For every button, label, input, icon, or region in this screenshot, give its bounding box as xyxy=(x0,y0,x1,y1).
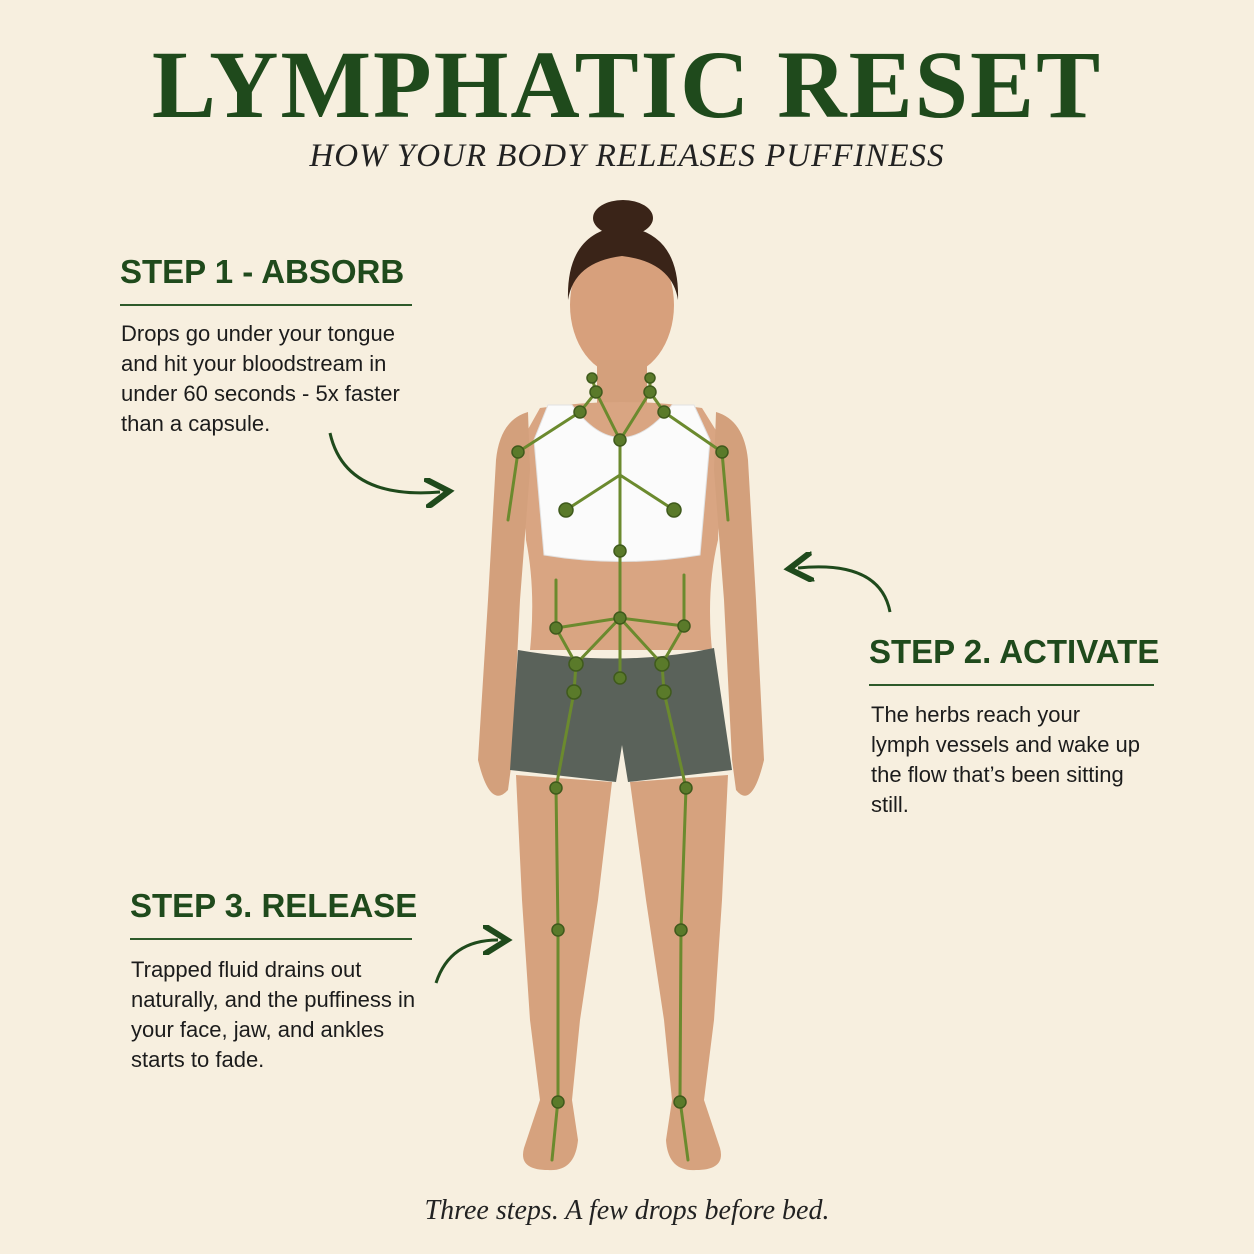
step2-text: The herbs reach your lymph vessels and w… xyxy=(871,702,1141,817)
step1-arrow-icon xyxy=(328,432,440,493)
page-title: LYMPHATIC RESET xyxy=(151,31,1103,138)
step3-arrow-icon xyxy=(434,940,498,984)
step3-text: Trapped fluid drains out naturally, and … xyxy=(131,957,416,1072)
page-subtitle: HOW YOUR BODY RELEASES PUFFINESS xyxy=(309,138,945,174)
body-silhouette xyxy=(478,200,764,1171)
step2-heading: STEP 2. ACTIVATE xyxy=(869,632,1159,686)
step3-heading: STEP 3. RELEASE xyxy=(130,886,417,940)
footer-tagline: Three steps. A few drops before bed. xyxy=(424,1195,830,1226)
step1-text: Drops go under your tongue and hit your … xyxy=(121,321,400,436)
lymph-nodes xyxy=(511,372,729,1109)
step1-heading: STEP 1 - ABSORB xyxy=(120,252,412,306)
step2-arrow-icon xyxy=(798,567,892,613)
